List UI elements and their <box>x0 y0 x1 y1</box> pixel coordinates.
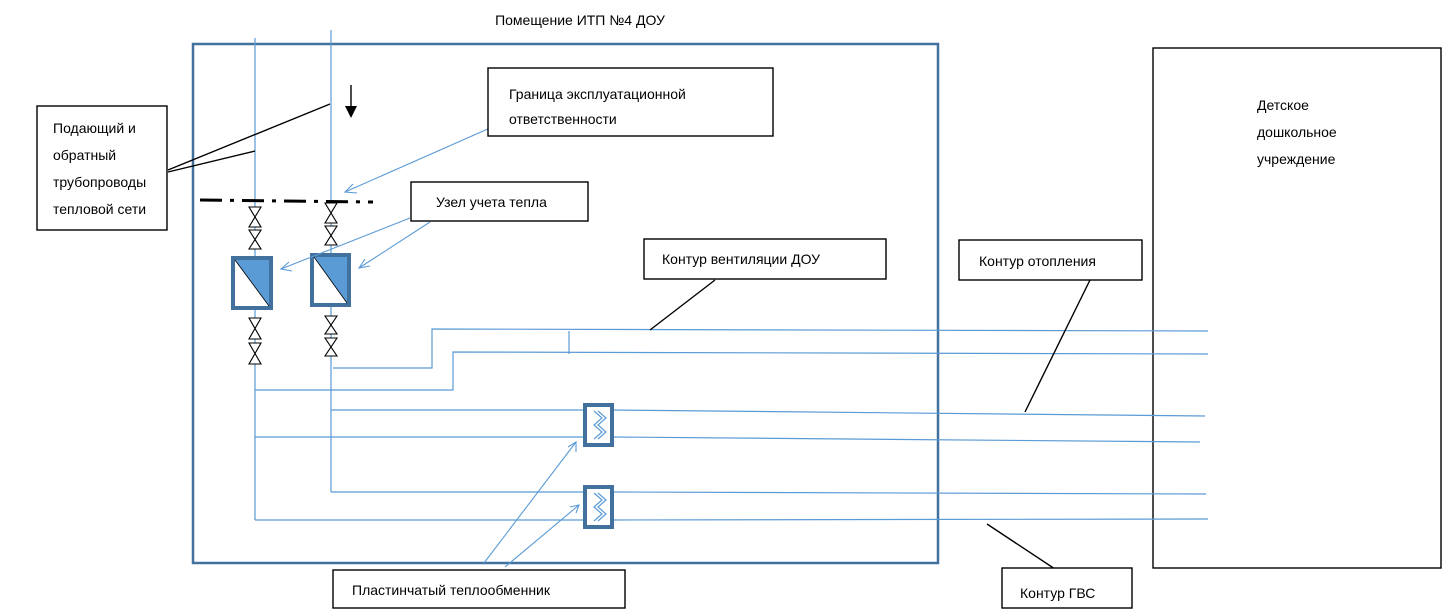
plate-heat-exchanger-icon <box>583 485 614 529</box>
hot-water-circuit-pipes <box>255 491 1209 521</box>
leader-lines-blue <box>279 127 580 568</box>
flow-arrow-icon <box>345 85 357 118</box>
svg-text:Граница эксплуатационной: Граница эксплуатационной ответственности <box>509 86 690 127</box>
leader-lines-black <box>167 103 1091 572</box>
heat-meter-icon <box>310 253 351 307</box>
label-responsibility-boundary: Граница эксплуатационной ответственности <box>487 67 774 137</box>
heat-meter-icon <box>231 256 273 310</box>
valve-icon <box>323 337 339 357</box>
valve-icon <box>248 206 262 228</box>
svg-text:Узел учета тепла: Узел учета тепла <box>436 194 547 210</box>
diagram-title: Помещение ИТП №4 ДОУ <box>495 12 665 28</box>
label-heat-metering-unit: Узел учета тепла <box>410 181 589 222</box>
heating-circuit-pipes <box>255 409 1206 443</box>
svg-text:Подающий и обратный: Подающий и обратный трубопроводы теплово… <box>53 120 150 217</box>
label-supply-return-pipelines: Подающий и обратный трубопроводы теплово… <box>36 105 168 231</box>
svg-text:Контур ГВС: Контур ГВС <box>1020 585 1095 601</box>
svg-text:Контур вентиляции ДОУ: Контур вентиляции ДОУ <box>662 251 820 267</box>
plate-heat-exchanger-icon <box>583 403 614 447</box>
responsibility-boundary-line <box>199 198 374 204</box>
valve-icon <box>248 317 262 340</box>
valve-icon <box>324 202 338 224</box>
label-plate-heat-exchanger: Пластинчатый теплообменник <box>332 569 626 609</box>
svg-text:Пластинчатый теплообменник: Пластинчатый теплообменник <box>352 582 551 598</box>
valve-icon <box>248 342 262 365</box>
ventilation-circuit-pipes <box>255 328 1209 391</box>
valve-icon <box>324 225 338 246</box>
label-heating-circuit: Контур отопления <box>958 239 1143 281</box>
label-ventilation-circuit: Контур вентиляции ДОУ <box>643 238 887 280</box>
label-hot-water-circuit: Контур ГВС <box>1001 567 1133 609</box>
building-frame <box>1152 47 1442 569</box>
itp-room-frame <box>191 42 940 565</box>
svg-text:Контур отопления: Контур отопления <box>979 253 1096 269</box>
valve-icon <box>323 315 339 335</box>
building-label: Детское дошкольное учреждение <box>1257 97 1341 167</box>
valve-icon <box>248 229 262 250</box>
